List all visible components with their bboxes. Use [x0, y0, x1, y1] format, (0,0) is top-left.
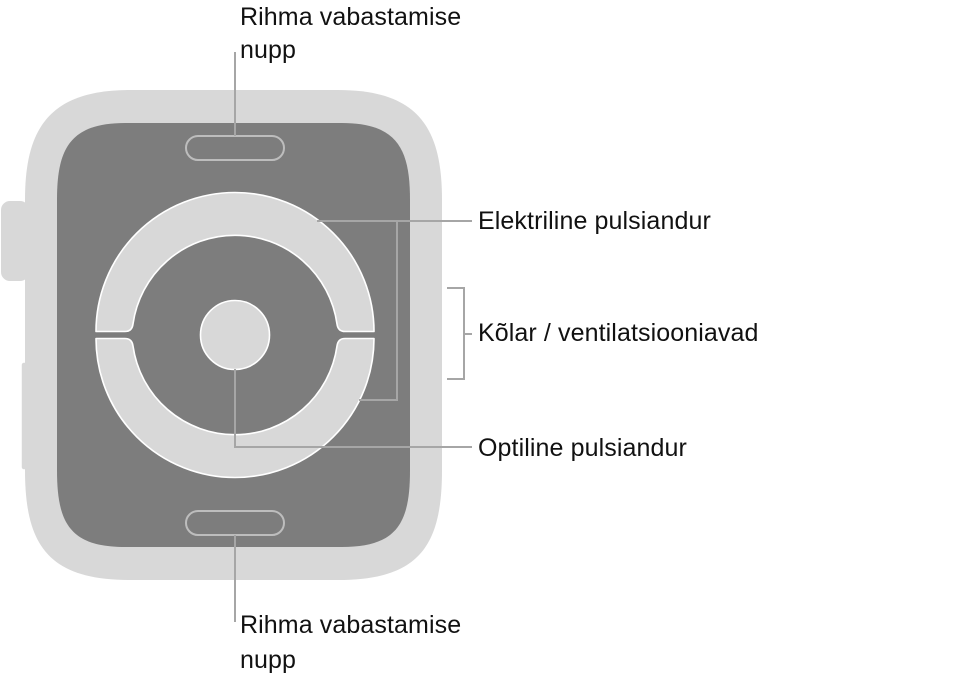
label-speaker-vents: Kõlar / ventilatsiooniavad	[478, 319, 759, 347]
label-optical-heart-sensor: Optiline pulsiandur	[478, 434, 687, 462]
optical-heart-sensor	[199, 299, 271, 371]
electrical-heart-sensor-lower	[95, 337, 375, 479]
leader-optical-sensor	[234, 369, 472, 448]
label-bottom-band-release-line2: nupp	[240, 646, 297, 674]
label-bottom-band-release-line1: Rihma vabastamise	[240, 611, 462, 639]
leader-lines	[234, 52, 472, 622]
label-top-band-release-line1: Rihma vabastamise	[240, 3, 462, 31]
leader-speaker-vents	[447, 287, 465, 380]
electrical-heart-sensor-upper	[95, 191, 375, 333]
label-top-band-release-line2: nupp	[240, 36, 297, 64]
leader-electrical-sensor	[317, 220, 398, 401]
label-electrical-heart-sensor: Elektriline pulsiandur	[478, 207, 711, 235]
